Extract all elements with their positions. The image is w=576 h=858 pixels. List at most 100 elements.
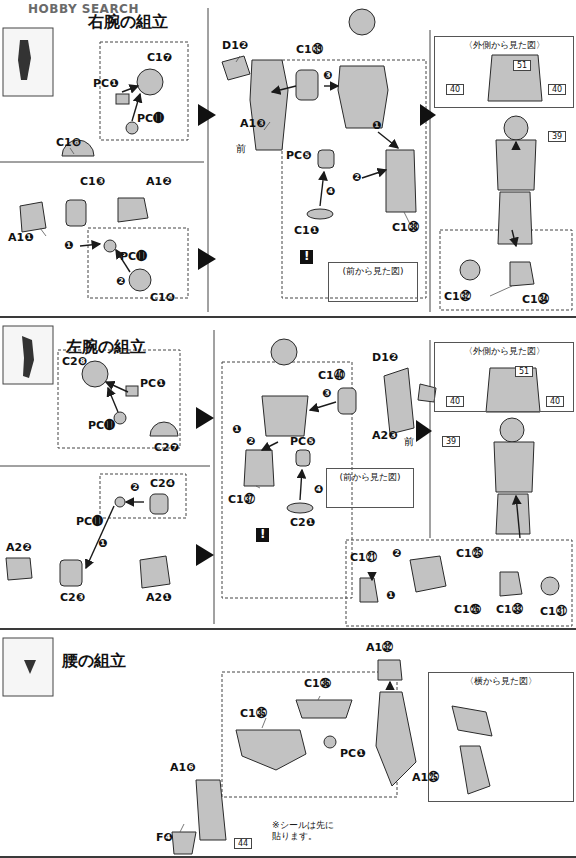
part-number: C2❽ xyxy=(62,356,87,369)
frames-line xyxy=(430,340,431,538)
sticker-number: 44 xyxy=(234,838,252,849)
parts-rect xyxy=(296,450,310,466)
step-number: ❸ xyxy=(322,388,331,401)
step-boxes-rect xyxy=(346,540,572,626)
parts-path xyxy=(496,494,530,534)
parts-path xyxy=(222,56,250,80)
parts-path xyxy=(244,450,274,486)
parts-circle xyxy=(541,577,559,595)
frames xyxy=(0,8,430,696)
parts-circle xyxy=(271,339,297,365)
step-number: ❶ xyxy=(386,590,395,603)
parts-ellipse xyxy=(307,209,333,219)
assembly-arrows-line xyxy=(371,572,372,580)
part-number: C1㉖ xyxy=(454,604,481,617)
assembly-arrows-line xyxy=(362,170,386,178)
flow-triangles-path xyxy=(196,407,214,429)
part-number: C1㊴ xyxy=(296,44,323,57)
parts-path xyxy=(376,692,416,786)
parts-path xyxy=(378,660,402,680)
flow-triangles-path xyxy=(198,104,216,126)
flow-triangles-path xyxy=(198,248,216,270)
parts-circle xyxy=(129,269,151,291)
parts-path xyxy=(498,192,532,244)
leader-lines-line xyxy=(318,696,320,700)
parts-circle xyxy=(137,69,163,95)
part-number: C1㊳ xyxy=(392,222,419,235)
part-number: C1❽ xyxy=(56,137,81,150)
parts-path xyxy=(510,262,534,286)
part-number: PC❶ xyxy=(340,748,365,761)
parts-circle xyxy=(460,260,480,280)
part-number: C1❸ xyxy=(80,176,105,189)
step-number: ❶ xyxy=(64,240,73,253)
parts-circle xyxy=(104,240,116,252)
part-number: C1㉛ xyxy=(540,606,567,619)
step-boxes-rect xyxy=(88,228,188,298)
frames-line xyxy=(0,466,210,467)
frames-line xyxy=(208,8,209,312)
parts-path xyxy=(262,396,308,436)
step-boxes xyxy=(58,42,572,797)
step-number: ❶ xyxy=(232,424,241,437)
parts-ellipse xyxy=(287,503,313,513)
parts-path xyxy=(338,66,388,128)
assembly-arrows-line xyxy=(272,86,296,92)
part-number: C1㉟ xyxy=(240,708,267,721)
view-box: 〈横から見た図〉 xyxy=(428,672,574,802)
part-number: A1❷ xyxy=(146,176,171,189)
caution-mark: ! xyxy=(256,528,269,542)
parts-path xyxy=(196,780,226,840)
parts-path xyxy=(488,55,542,101)
parts-path xyxy=(296,700,352,718)
parts-path xyxy=(250,60,288,150)
parts-rect xyxy=(60,560,82,586)
step-number: ❹ xyxy=(314,484,323,497)
parts-rect xyxy=(338,388,356,414)
step-number: ❸ xyxy=(323,70,332,83)
parts-path xyxy=(452,706,492,736)
leader-lines-line xyxy=(236,56,240,62)
leader-lines-line xyxy=(40,228,46,236)
part-number: A2❸ xyxy=(372,430,397,443)
part-number: C1❶ xyxy=(294,225,319,238)
parts-path xyxy=(384,368,414,434)
step-boxes-rect xyxy=(58,350,180,448)
part-number: D1❷ xyxy=(222,40,248,53)
step-number: ❷ xyxy=(352,172,361,185)
step-number: ❷ xyxy=(246,436,255,449)
parts-rect xyxy=(126,386,138,396)
caution-mark: ! xyxy=(300,250,313,264)
flow-triangles-path xyxy=(416,420,432,442)
assembly-arrows-line xyxy=(389,682,390,690)
leader-lines-line xyxy=(180,824,184,832)
part-number: C1㉑ xyxy=(350,552,377,565)
step-number: ❹ xyxy=(326,186,335,199)
parts-path xyxy=(460,746,490,794)
assembly-arrows-line xyxy=(378,132,398,148)
flow-triangles xyxy=(196,104,436,566)
assembly-arrows-line xyxy=(126,501,144,502)
step-boxes-rect xyxy=(100,474,186,518)
frames-rect xyxy=(3,638,53,696)
frames-rect xyxy=(3,326,53,384)
watermark: HOBBY SEARCH xyxy=(28,3,139,17)
step-number: ❶ xyxy=(372,120,381,133)
sticker-number: 51 xyxy=(515,366,533,377)
view-box: (前から見た図) xyxy=(328,262,418,302)
part-number: A1㉕ xyxy=(412,772,439,785)
part-number: C2❸ xyxy=(60,592,85,605)
part-number: F❹ xyxy=(156,832,173,845)
part-number: C1❼ xyxy=(147,52,172,65)
assembly-arrows-line xyxy=(262,442,278,450)
parts-path xyxy=(172,832,196,854)
sticker-number: 39 xyxy=(442,436,460,447)
parts-path xyxy=(6,558,32,580)
assembly-arrows-line xyxy=(80,244,100,246)
part-number: C1㊵ xyxy=(318,370,345,383)
view-caption: (前から見た図) xyxy=(329,265,417,278)
view-caption: (前から見た図) xyxy=(327,471,413,484)
part-number: C1㊱ xyxy=(304,678,331,691)
